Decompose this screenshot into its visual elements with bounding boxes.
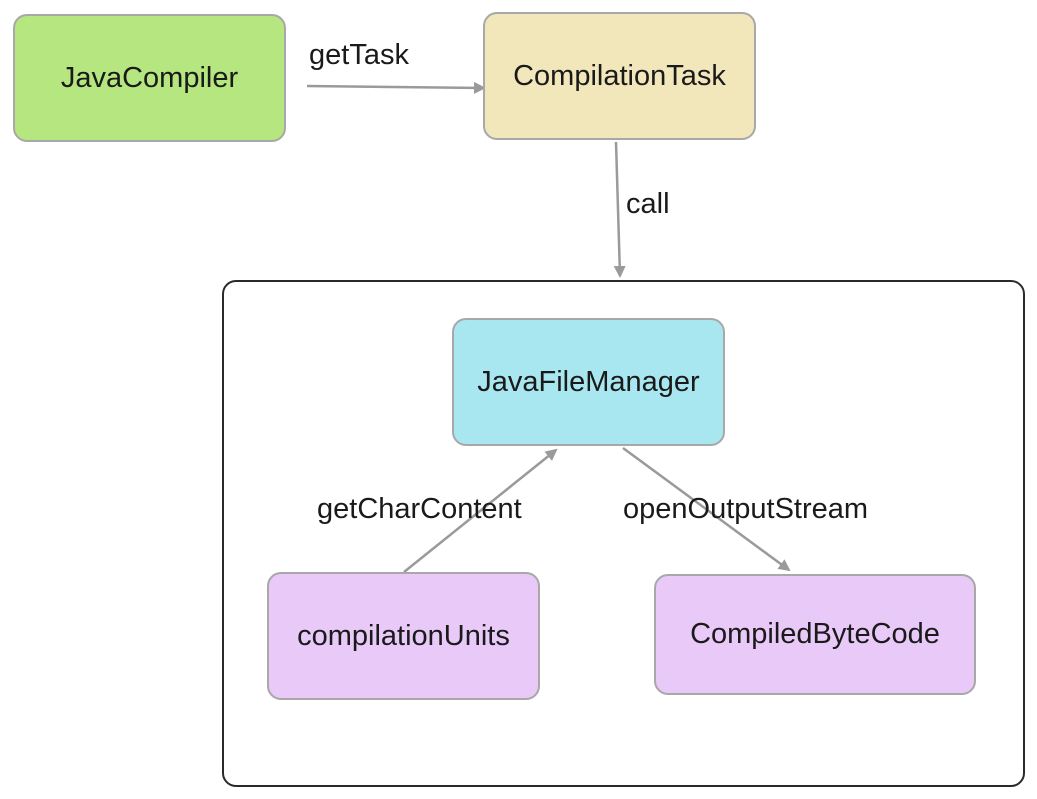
node-compilation-task-label: CompilationTask xyxy=(513,59,726,92)
edge-label-call: call xyxy=(626,188,670,220)
edge-call-arrow xyxy=(613,141,626,278)
node-java-compiler: JavaCompiler xyxy=(13,14,286,142)
edge-label-getcharcontent: getCharContent xyxy=(317,493,522,525)
edge-gettask-arrow xyxy=(306,81,486,94)
node-java-file-manager: JavaFileManager xyxy=(452,318,725,446)
node-compilation-units-label: compilationUnits xyxy=(297,619,510,652)
edge-label-openoutputstream: openOutputStream xyxy=(623,493,869,525)
node-java-file-manager-label: JavaFileManager xyxy=(477,365,700,398)
node-compiled-byte-code-label: CompiledByteCode xyxy=(690,618,940,650)
node-compiled-byte-code: CompiledByteCode xyxy=(654,574,976,695)
edge-label-gettask: getTask xyxy=(309,39,409,71)
node-java-compiler-label: JavaCompiler xyxy=(60,61,239,94)
node-compilation-units: compilationUnits xyxy=(267,572,540,700)
node-compilation-task: CompilationTask xyxy=(483,12,756,140)
